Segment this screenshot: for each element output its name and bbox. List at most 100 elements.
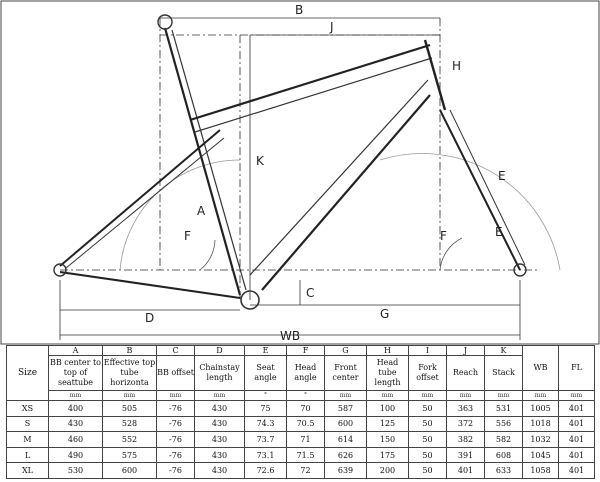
value-cell: 1005 (522, 400, 559, 417)
value-cell: 430 (194, 431, 245, 448)
col-letter: B (102, 344, 157, 357)
col-unit: ° (244, 389, 287, 402)
value-cell: 100 (366, 400, 409, 417)
value-cell: 552 (102, 431, 157, 448)
size-cell: XL (6, 462, 49, 479)
value-cell: 75 (244, 400, 287, 417)
value-cell: 608 (484, 446, 523, 464)
value-cell: 401 (558, 400, 595, 417)
col-unit: mm (324, 389, 367, 402)
value-cell: 505 (102, 400, 157, 417)
value-cell: 1058 (522, 462, 559, 479)
size-cell: M (6, 431, 49, 448)
dim-label-a: A (197, 204, 206, 218)
value-cell: 382 (446, 431, 485, 448)
value-cell: 73.1 (244, 446, 287, 464)
value-cell: 391 (446, 446, 485, 464)
col-letter: G (324, 344, 367, 357)
size-cell: S (6, 415, 49, 433)
frame-geometry-drawing: B J K A F D C E G E F H WB (0, 0, 600, 345)
value-cell: 70.5 (286, 415, 325, 433)
col-unit: mm (48, 389, 103, 402)
value-cell: 71 (286, 431, 325, 448)
value-cell: 401 (558, 462, 595, 479)
value-cell: 430 (194, 446, 245, 464)
value-cell: 71.5 (286, 446, 325, 464)
col-label: Reach (446, 355, 485, 391)
size-header: Size (6, 344, 49, 402)
value-cell: 50 (408, 462, 447, 479)
col-label: Fork offset (408, 355, 447, 391)
dim-label-k: K (256, 154, 265, 168)
col-label: Chainstay length (194, 355, 245, 391)
col-unit: mm (522, 389, 559, 402)
value-cell: 600 (324, 415, 367, 433)
col-label: BB center to top of seattube (48, 355, 103, 391)
col-label: Front center (324, 355, 367, 391)
dim-label-h: H (452, 59, 461, 73)
value-cell: 614 (324, 431, 367, 448)
value-cell: 175 (366, 446, 409, 464)
value-cell: 72 (286, 462, 325, 479)
value-cell: 530 (48, 462, 103, 479)
value-cell: 430 (48, 415, 103, 433)
value-cell: -76 (156, 415, 195, 433)
value-cell: 401 (558, 415, 595, 433)
value-cell: 460 (48, 431, 103, 448)
value-cell: 200 (366, 462, 409, 479)
value-cell: 50 (408, 415, 447, 433)
value-cell: 50 (408, 400, 447, 417)
value-cell: 72.6 (244, 462, 287, 479)
col-label: BB offset (156, 355, 195, 391)
dim-label-g: G (380, 307, 389, 321)
value-cell: 430 (194, 415, 245, 433)
value-cell: -76 (156, 400, 195, 417)
col-letter: K (484, 344, 523, 357)
value-cell: 587 (324, 400, 367, 417)
col-letter: D (194, 344, 245, 357)
value-cell: 626 (324, 446, 367, 464)
value-cell: 401 (558, 431, 595, 448)
value-cell: 73.7 (244, 431, 287, 448)
value-cell: 430 (194, 400, 245, 417)
col-letter: A (48, 344, 103, 357)
dim-label-wb: WB (280, 329, 300, 343)
dim-label-f-left: F (184, 229, 191, 243)
col-letter: F (286, 344, 325, 357)
value-cell: 401 (558, 446, 595, 464)
value-cell: 1045 (522, 446, 559, 464)
col-letter: C (156, 344, 195, 357)
col-letter: I (408, 344, 447, 357)
col-letter: E (244, 344, 287, 357)
col-unit: mm (484, 389, 523, 402)
value-cell: 50 (408, 431, 447, 448)
col-label: Head tube length (366, 355, 409, 391)
dim-label-c: C (306, 286, 314, 300)
value-cell: 582 (484, 431, 523, 448)
value-cell: 363 (446, 400, 485, 417)
value-cell: 74.3 (244, 415, 287, 433)
value-cell: -76 (156, 462, 195, 479)
dim-label-j: J (329, 20, 334, 34)
value-cell: 401 (446, 462, 485, 479)
value-cell: 600 (102, 462, 157, 479)
col-letter: H (366, 344, 409, 357)
col-letter: J (446, 344, 485, 357)
col-label: Seat angle (244, 355, 287, 391)
dim-label-d: D (145, 311, 154, 325)
value-cell: 1032 (522, 431, 559, 448)
size-cell: XS (6, 400, 49, 417)
col-label-fl: FL (558, 345, 595, 391)
col-unit: mm (102, 389, 157, 402)
col-label-wb: WB (522, 345, 559, 391)
value-cell: 400 (48, 400, 103, 417)
col-unit: mm (366, 389, 409, 402)
value-cell: 531 (484, 400, 523, 417)
value-cell: 633 (484, 462, 523, 479)
col-unit: mm (446, 389, 485, 402)
